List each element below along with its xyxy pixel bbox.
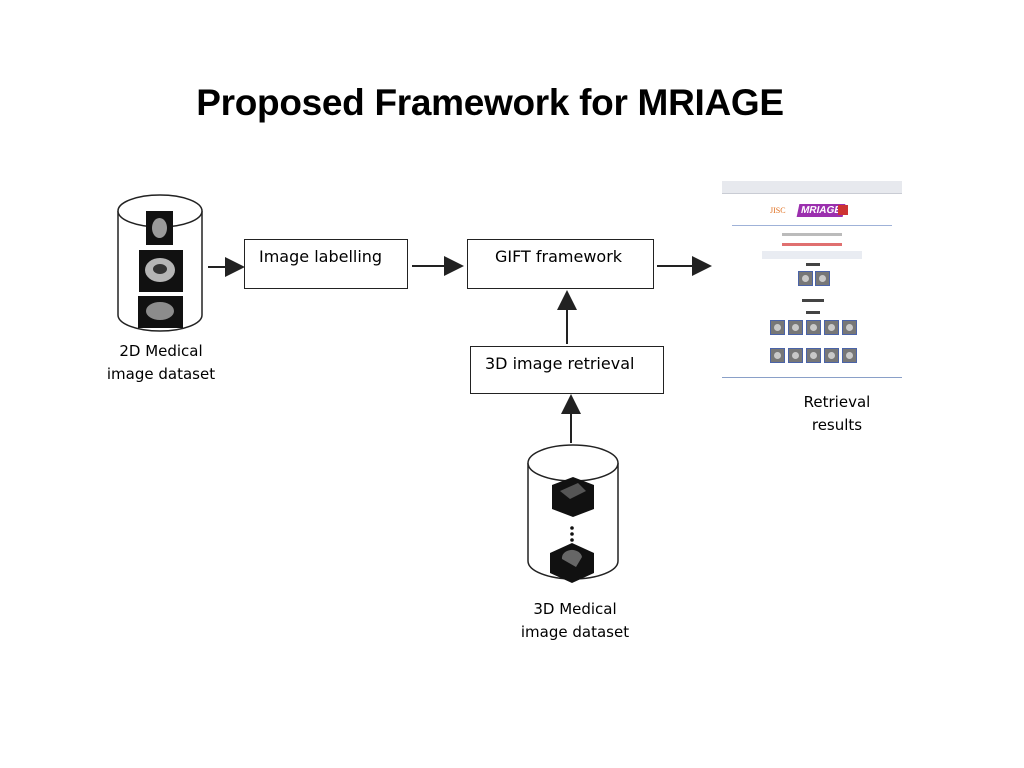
query-tile-2 <box>815 271 830 286</box>
image-labelling-box: Image labelling <box>244 239 408 289</box>
query-tile-1 <box>798 271 813 286</box>
result-tile-6 <box>770 348 785 363</box>
result-tile-7 <box>788 348 803 363</box>
result-tile-8 <box>806 348 821 363</box>
3d-image-retrieval-box: 3D image retrieval <box>470 346 664 394</box>
gift-framework-label: GIFT framework <box>495 247 623 266</box>
result-tile-1 <box>770 320 785 335</box>
slide-title: Proposed Framework for MRIAGE <box>196 82 784 123</box>
result-tile-3 <box>806 320 821 335</box>
result-tile-10 <box>842 348 857 363</box>
gift-framework-box: GIFT framework <box>467 239 654 289</box>
mri-thumbnail-1 <box>146 211 173 245</box>
retrieval-results-caption-line2: results <box>811 416 863 434</box>
dataset-2d-caption-line2: image dataset <box>106 365 216 383</box>
dataset-3d-caption-line2: image dataset <box>520 623 630 641</box>
image-labelling-label: Image labelling <box>259 247 383 266</box>
retrieval-results-caption-line1: Retrieval <box>803 393 871 411</box>
result-tile-2 <box>788 320 803 335</box>
partner-logo-icon <box>838 205 848 215</box>
jisc-mark: JISC <box>770 206 786 215</box>
result-tile-5 <box>842 320 857 335</box>
dataset-3d-caption-line1: 3D Medical <box>533 600 617 618</box>
3d-image-retrieval-label: 3D image retrieval <box>485 354 635 373</box>
result-tile-4 <box>824 320 839 335</box>
browser-toolbar <box>722 181 902 194</box>
dataset-2d-caption-line1: 2D Medical <box>119 342 203 360</box>
mri-thumbnail-2 <box>139 250 183 292</box>
dataset-3d-caption: 3D Medical image dataset <box>510 598 640 644</box>
retrieval-results-screenshot: JISC MRIAGE <box>722 181 902 378</box>
mri-thumbnail-3 <box>138 296 183 328</box>
dataset-3d-cylinder <box>527 444 619 583</box>
result-tile-9 <box>824 348 839 363</box>
dataset-2d-caption: 2D Medical image dataset <box>96 340 226 386</box>
retrieval-results-caption: Retrieval results <box>772 391 902 437</box>
